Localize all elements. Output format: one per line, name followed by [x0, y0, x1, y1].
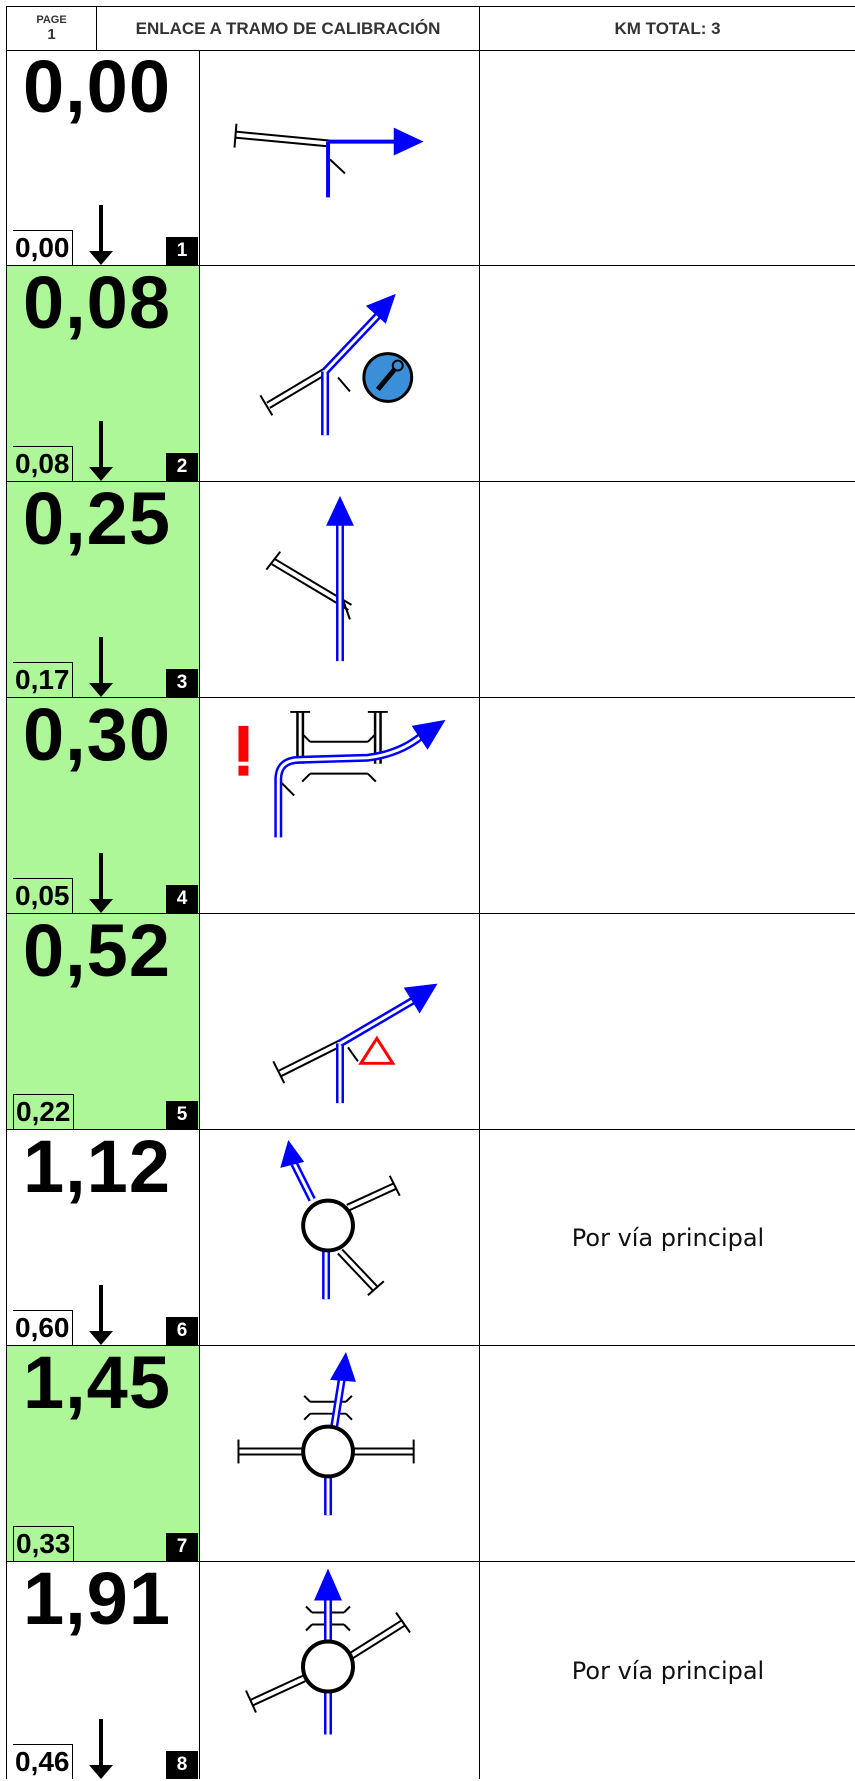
total-distance: 0,00: [22, 45, 171, 128]
note-text: Por vía principal: [571, 1223, 765, 1252]
box-number: 2: [166, 453, 198, 481]
note-cell: [480, 698, 855, 913]
junction-t-right-icon: [233, 123, 424, 198]
roadbook-row: 1,12 0,60 6: [7, 1125, 855, 1346]
roundabout-four-bridge-icon: [237, 1351, 415, 1516]
straight-crossing-icon: [265, 495, 354, 662]
total-distance: 0,52: [22, 909, 171, 992]
roadbook-row: 0,52 0,22 5: [7, 909, 855, 1130]
roadbook-header: PAGE 1 ENLACE A TRAMO DE CALIBRACIÓN KM …: [6, 6, 855, 51]
stage-title: ENLACE A TRAMO DE CALIBRACIÓN: [97, 7, 480, 51]
down-arrow-icon: [89, 1719, 113, 1779]
fork-right-warning-icon: [272, 983, 438, 1104]
distance-cell: 0,00 0,00 1: [7, 45, 200, 265]
note-cell: [480, 266, 855, 481]
note-cell: Por vía principal: [480, 1130, 855, 1345]
partial-distance: 0,00: [13, 230, 73, 265]
box-number: 6: [166, 1317, 198, 1345]
down-arrow-icon: [89, 421, 113, 481]
page-cell: PAGE 1: [7, 7, 97, 51]
roadbook-row: 0,30 0,05 4: [7, 693, 855, 914]
partial-distance: 0,60: [13, 1310, 73, 1345]
tulip-cell: [200, 1130, 480, 1345]
roadbook-rows: 0,00 0,00 1 0,08: [6, 45, 855, 1779]
total-distance: 1,91: [22, 1557, 171, 1640]
warning-icon: [358, 1035, 396, 1065]
distance-cell: 0,30 0,05 4: [7, 693, 200, 913]
note-text: Por vía principal: [571, 1656, 765, 1685]
partial-distance: 0,22: [13, 1094, 74, 1129]
note-cell: [480, 50, 855, 265]
bridge-curve-danger-icon: [238, 710, 446, 838]
tulip-cell: [200, 698, 480, 913]
danger-icon: [238, 725, 249, 762]
total-distance: 1,45: [22, 1341, 171, 1424]
partial-distance: 0,05: [13, 878, 73, 913]
total-distance: 1,12: [22, 1125, 171, 1208]
box-number: 5: [166, 1101, 198, 1129]
note-cell: Por vía principal: [480, 1562, 855, 1779]
note-cell: [480, 914, 855, 1129]
distance-cell: 0,08 0,08 2: [7, 261, 200, 481]
total-distance: 0,08: [22, 261, 171, 344]
box-number: 4: [166, 885, 198, 913]
page-number: 1: [47, 26, 56, 43]
tulip-cell: [200, 482, 480, 697]
partial-distance: 0,33: [13, 1526, 74, 1561]
fork-right-service-icon: [259, 293, 414, 436]
roadbook-row: 0,25 0,17 3: [7, 477, 855, 698]
tulip-cell: [200, 50, 480, 265]
distance-cell: 1,91 0,46 8: [7, 1557, 200, 1779]
down-arrow-icon: [89, 853, 113, 913]
box-number: 7: [166, 1533, 198, 1561]
partial-distance: 0,17: [13, 662, 73, 697]
tulip-cell: [200, 1562, 480, 1779]
down-arrow-icon: [89, 637, 113, 697]
total-distance: 0,30: [22, 693, 171, 776]
roadbook-row: 1,91 0,46 8: [7, 1557, 855, 1779]
note-cell: [480, 1346, 855, 1561]
total-distance: 0,25: [22, 477, 171, 560]
distance-cell: 0,52 0,22 5: [7, 909, 200, 1129]
roadbook-row: 0,08 0,08 2: [7, 261, 855, 482]
roadbook-row: 1,45 0,33 7: [7, 1341, 855, 1562]
distance-cell: 1,45 0,33 7: [7, 1341, 200, 1561]
km-total: KM TOTAL: 3: [480, 7, 855, 51]
partial-distance: 0,08: [13, 446, 73, 481]
partial-distance: 0,46: [13, 1744, 73, 1779]
distance-cell: 0,25 0,17 3: [7, 477, 200, 697]
tulip-cell: [200, 1346, 480, 1561]
page-label: PAGE: [36, 14, 67, 26]
down-arrow-icon: [89, 205, 113, 265]
box-number: 3: [166, 669, 198, 697]
box-number: 8: [166, 1751, 198, 1779]
roundabout-three-exit-icon: [280, 1139, 401, 1300]
box-number: 1: [166, 237, 198, 265]
tulip-cell: [200, 266, 480, 481]
distance-cell: 1,12 0,60 6: [7, 1125, 200, 1345]
tulip-cell: [200, 914, 480, 1129]
down-arrow-icon: [89, 1285, 113, 1345]
roundabout-bridge-icon: [245, 1568, 411, 1735]
note-cell: [480, 482, 855, 697]
roadbook-row: 0,00 0,00 1: [7, 45, 855, 266]
